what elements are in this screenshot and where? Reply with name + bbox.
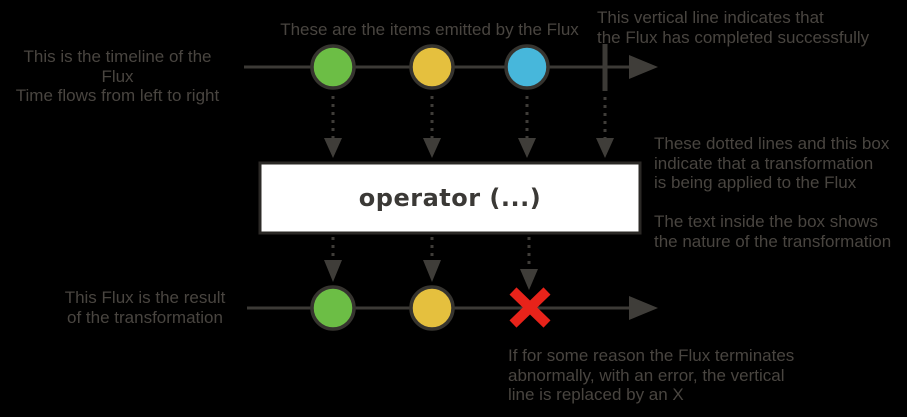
- marble-yellow-result: [409, 285, 455, 331]
- operator-box-label: operator (...): [358, 184, 542, 212]
- timeline-arrowhead-icon: [629, 55, 658, 79]
- note-result: This Flux is the result of the transform…: [64, 288, 226, 327]
- dotted-arrowhead-icon: [423, 260, 441, 282]
- dotted-arrowhead-icon: [324, 260, 342, 282]
- dotted-arrowhead-icon: [324, 138, 342, 158]
- operator-box: [258, 161, 642, 235]
- note-complete: This vertical line indicates that the Fl…: [597, 8, 870, 47]
- marble-yellow-source: [409, 44, 455, 90]
- note-items: These are the items emitted by the Flux: [280, 20, 579, 39]
- dotted-arrows-to-result: [324, 237, 538, 290]
- timeline-arrowhead-icon: [629, 296, 658, 320]
- dotted-arrowhead-icon: [518, 138, 536, 158]
- error-x-icon: [509, 287, 551, 328]
- note-error: If for some reason the Flux terminates a…: [508, 346, 795, 404]
- note-timeline: This is the timeline of the Flux Time fl…: [15, 47, 220, 105]
- marble-green-result: [310, 285, 356, 331]
- dotted-arrowhead-icon: [520, 269, 538, 290]
- marble-blue-source: [504, 44, 550, 90]
- dotted-arrowhead-icon: [596, 138, 614, 158]
- dotted-arrows-to-operator: [324, 96, 614, 158]
- dotted-arrowhead-icon: [423, 138, 441, 158]
- note-transformation: These dotted lines and this box indicate…: [654, 134, 892, 251]
- marble-green-source: [310, 44, 356, 90]
